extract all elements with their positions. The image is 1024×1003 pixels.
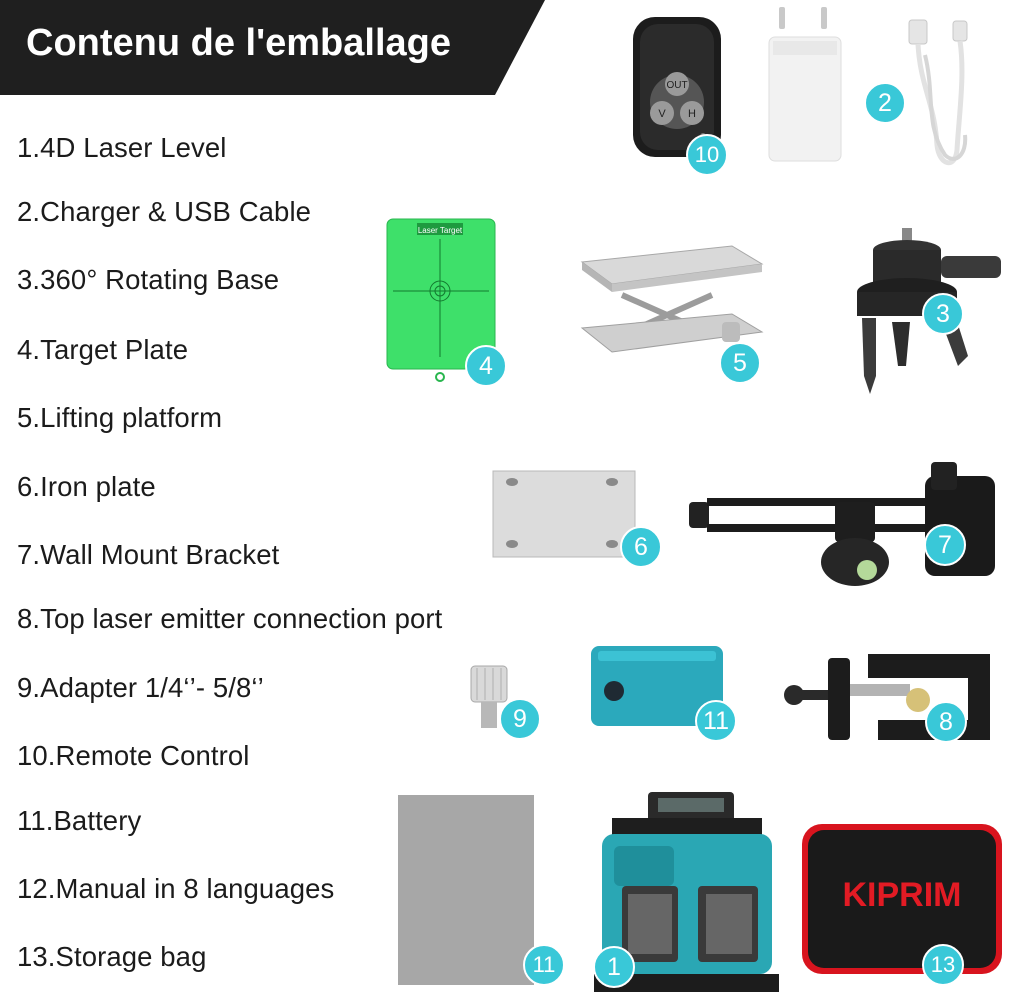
storage-bag-image: KIPRIM [800,822,1005,977]
badge-manual: 11 [523,944,565,986]
list-item: 10.Remote Control [17,740,250,771]
badge-charger-cable: 2 [864,82,906,124]
list-item: 3.360° Rotating Base [17,264,280,295]
storage-bag-brand: KIPRIM [843,876,962,914]
badge-adapter: 9 [499,698,541,740]
list-item: 9.Adapter 1/4‘’- 5/8‘’ [17,672,264,703]
badge-wall-bracket: 7 [924,524,966,566]
list-item: 13.Storage bag [17,941,207,972]
laser-level-image [594,790,779,995]
badge-lifting-platform: 5 [719,342,761,384]
badge-rotating-base: 3 [922,293,964,335]
list-item: 1.4D Laser Level [17,132,227,163]
list-item: 7.Wall Mount Bracket [17,539,280,570]
remote-control-image: OUT V H [630,14,725,164]
badge-storage-bag: 13 [922,944,964,986]
badge-laser-level: 1 [593,946,635,988]
badge-battery: 11 [695,700,737,742]
page-title: Contenu de l'emballage [26,22,451,64]
header-banner-shape [0,0,545,95]
charger-image [765,5,845,165]
remote-label: OUT [666,80,687,91]
list-item: 2.Charger & USB Cable [17,196,312,227]
adapter-image [467,664,512,734]
badge-target-plate: 4 [465,345,507,387]
manual-image [398,795,534,985]
target-plate-label: Laser Target [418,226,463,235]
remote-label: V [658,108,666,120]
list-item: 8.Top laser emitter connection port [17,603,443,634]
usb-cable-image [895,15,995,175]
lifting-platform-image [572,240,767,365]
badge-remote: 10 [686,134,728,176]
list-item: 12.Manual in 8 languages [17,873,335,904]
list-item: 5.Lifting platform [17,402,223,433]
list-item: 11.Battery [17,805,142,836]
badge-connection-port: 8 [925,701,967,743]
badge-iron-plate: 6 [620,526,662,568]
iron-plate-image [492,470,637,560]
list-item: 6.Iron plate [17,471,156,502]
battery-image [590,645,725,730]
target-plate-image: Laser Target [385,217,500,382]
list-item: 4.Target Plate [17,334,189,365]
remote-label: H [688,108,696,120]
header-banner: Contenu de l'emballage [0,0,545,95]
